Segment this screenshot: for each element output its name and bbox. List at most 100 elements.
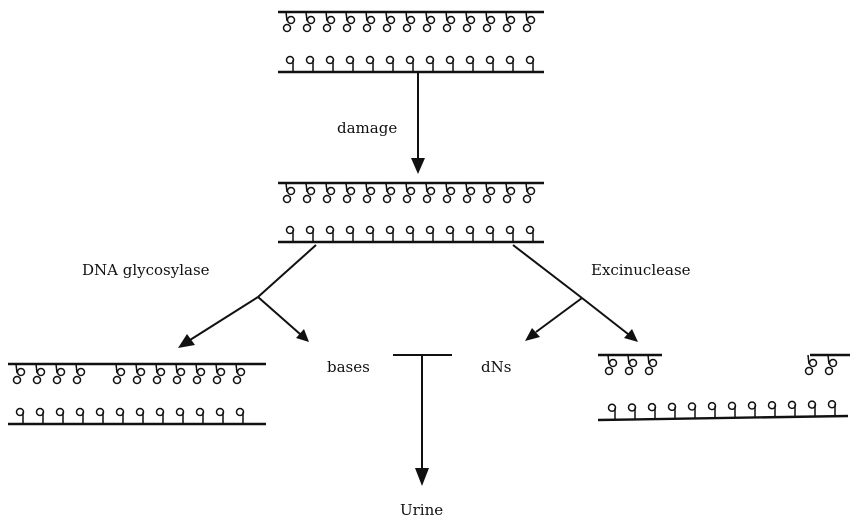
nucleotide-bottom	[15, 407, 25, 424]
excinuclease-label: Excinuclease	[591, 261, 691, 279]
nucleotide-bottom	[445, 55, 455, 72]
nucleotide-bottom	[465, 55, 475, 72]
nucleotide-bottom	[485, 55, 495, 72]
nucleotide-bottom	[305, 225, 315, 242]
nucleotide-top	[32, 363, 46, 385]
nucleotide-bottom	[827, 400, 837, 417]
nucleotide-top	[522, 11, 536, 33]
bases-label: bases	[327, 358, 370, 376]
nucleotide-top	[442, 182, 456, 204]
nucleotide-bottom	[505, 225, 515, 242]
damaged-dna-duplex	[278, 181, 544, 244]
nucleotide-bottom	[687, 402, 697, 419]
abasic-site-dna-duplex	[8, 362, 266, 426]
nucleotide-bottom	[465, 225, 475, 242]
dna-glycosylase-label: DNA glycosylase	[82, 261, 210, 279]
nucleotide-top	[502, 11, 516, 33]
nucleotide-top	[282, 11, 296, 33]
nucleotide-top	[132, 363, 146, 385]
nucleotide-bottom	[727, 401, 737, 418]
nucleotide-top	[644, 354, 658, 376]
nucleotide-top	[72, 363, 86, 385]
urine-label: Urine	[400, 501, 443, 519]
nucleotide-top	[502, 182, 516, 204]
nucleotide-top	[402, 11, 416, 33]
nucleotide-bottom	[627, 403, 637, 420]
nucleotide-bottom	[425, 225, 435, 242]
damaged-nucleotide	[362, 182, 376, 204]
nucleotide-bottom	[747, 401, 757, 418]
nucleotide-top	[342, 182, 356, 204]
nucleotide-bottom	[647, 402, 657, 420]
nucleotide-top	[824, 354, 838, 376]
nucleotide-top	[322, 11, 336, 33]
nucleotide-top	[522, 182, 536, 204]
nucleotide-bottom	[405, 225, 415, 242]
nucleotide-bottom	[365, 55, 375, 72]
nucleotide-bottom	[55, 407, 65, 424]
nucleotide-bottom	[195, 407, 205, 424]
nucleotide-bottom	[95, 407, 105, 424]
nucleotide-top	[462, 182, 476, 204]
nucleotide-bottom	[425, 55, 435, 72]
nucleotide-top	[212, 363, 226, 385]
nucleotide-top	[382, 11, 396, 33]
nucleotide-top	[302, 11, 316, 33]
nucleotide-top	[362, 11, 376, 33]
nucleotide-bottom	[235, 407, 245, 424]
nucleotide-top	[172, 363, 186, 385]
nucleotide-top	[152, 363, 166, 385]
nucleotide-top	[482, 11, 496, 33]
nucleotide-bottom	[75, 407, 85, 424]
nucleotide-bottom	[385, 55, 395, 72]
nucleotide-top	[624, 354, 638, 376]
glycosylase-arrow	[178, 244, 317, 348]
nucleotide-bottom	[445, 225, 455, 242]
nucleotide-bottom	[525, 55, 535, 72]
nucleotide-bottom	[325, 55, 335, 72]
nucleotide-bottom	[155, 407, 165, 424]
nucleotide-bottom	[215, 407, 225, 424]
backbone-bottom	[597, 414, 849, 422]
nucleotide-bottom	[607, 403, 617, 420]
nucleotide-bottom	[767, 400, 777, 418]
nucleotide-bottom	[345, 225, 355, 242]
nucleotide-top	[112, 363, 126, 385]
nucleotide-top	[302, 182, 316, 204]
nucleotide-top	[12, 363, 26, 385]
nucleotide-bottom	[485, 225, 495, 242]
nucleotide-top	[604, 354, 618, 376]
nucleotide-top	[482, 182, 496, 204]
nucleotide-bottom	[175, 407, 185, 424]
nucleotide-bottom	[345, 55, 355, 72]
nucleotide-bottom	[787, 400, 797, 417]
nucleotide-bottom	[667, 402, 677, 419]
nucleotide-bottom	[285, 55, 295, 72]
excretion-arrow	[393, 354, 452, 486]
nucleotide-top	[282, 182, 296, 204]
gapped-dna-duplex	[597, 353, 850, 422]
nucleotide-bottom	[385, 225, 395, 242]
nucleotide-top	[422, 11, 436, 33]
nucleotide-top	[232, 363, 246, 385]
nucleotide-top	[422, 182, 436, 204]
excinuclease-arrow	[512, 244, 638, 342]
nucleotide-top	[382, 182, 396, 204]
nucleotide-bottom	[365, 225, 375, 242]
nucleotide-bottom	[135, 407, 145, 424]
nucleotide-top	[402, 182, 416, 204]
nucleotide-bottom	[325, 225, 335, 242]
nucleotide-top	[52, 363, 66, 385]
nucleotide-bottom	[525, 225, 535, 242]
nucleotide-bottom	[35, 407, 45, 424]
nucleotide-bottom	[305, 55, 315, 72]
nucleotide-bottom	[405, 55, 415, 72]
damage-label: damage	[337, 119, 397, 137]
damage-arrow	[411, 73, 425, 174]
dns-label: dNs	[481, 358, 511, 376]
nucleotide-bottom	[707, 401, 717, 419]
nucleotide-top	[804, 354, 818, 376]
nucleotide-top	[442, 11, 456, 33]
nucleotide-bottom	[115, 407, 125, 424]
